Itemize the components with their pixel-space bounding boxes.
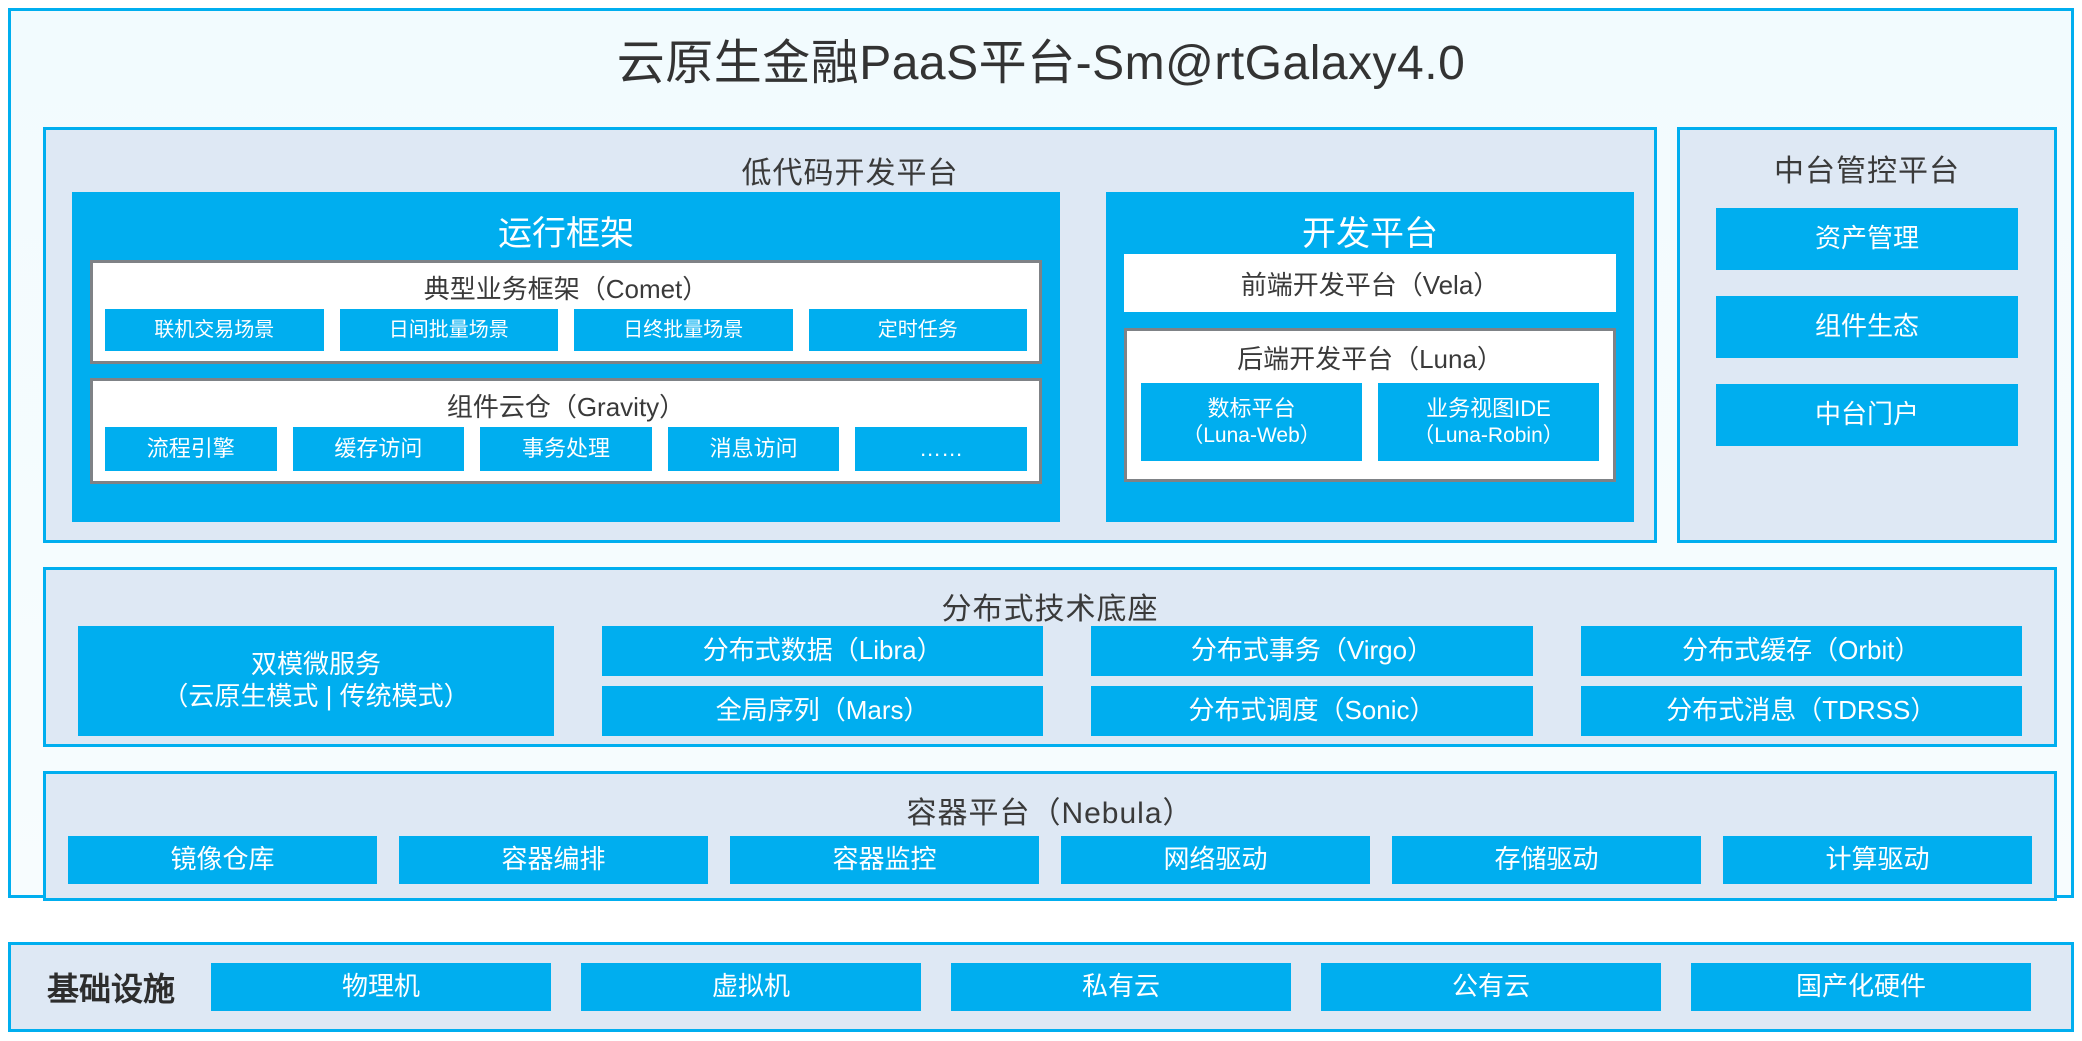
luna-web-code: （Luna-Web） [1182, 423, 1321, 447]
luna-web-label: 数标平台 [1207, 395, 1296, 421]
dist-item-sonic[interactable]: 分布式调度（Sonic） [1091, 686, 1533, 736]
container-item-monitoring[interactable]: 容器监控 [730, 836, 1039, 884]
container-item-network-driver[interactable]: 网络驱动 [1061, 836, 1370, 884]
gravity-item-message-access[interactable]: 消息访问 [667, 427, 840, 471]
comet-items-row: 联机交易场景 日间批量场景 日终批量场景 定时任务 [105, 309, 1027, 351]
development-platform-box: 开发平台 前端开发平台（Vela） 后端开发平台（Luna） 数标平台 （Lun… [1106, 192, 1634, 522]
backend-dev-platform-title: 后端开发平台（Luna） [1237, 344, 1503, 374]
container-item-storage-driver[interactable]: 存储驱动 [1392, 836, 1701, 884]
infra-item-private-cloud[interactable]: 私有云 [951, 963, 1291, 1011]
gravity-items-row: 流程引擎 缓存访问 事务处理 消息访问 …… [105, 427, 1027, 471]
control-platform-panel: 中台管控平台 资产管理 组件生态 中台门户 [1677, 127, 2057, 543]
page-title: 云原生金融PaaS平台-Sm@rtGalaxy4.0 [616, 37, 1466, 90]
luna-item-luna-robin[interactable]: 业务视图IDE （Luna-Robin） [1378, 383, 1599, 461]
control-item-component-ecosystem[interactable]: 组件生态 [1716, 296, 2018, 358]
comet-item-eod-batch[interactable]: 日终批量场景 [574, 309, 793, 351]
dist-item-libra[interactable]: 分布式数据（Libra） [602, 626, 1044, 676]
dist-item-orbit[interactable]: 分布式缓存（Orbit） [1580, 626, 2022, 676]
gravity-item-process-engine[interactable]: 流程引擎 [105, 427, 277, 471]
distributed-column-2: 分布式事务（Virgo） 分布式调度（Sonic） [1091, 626, 1533, 736]
luna-item-luna-web[interactable]: 数标平台 （Luna-Web） [1141, 383, 1362, 461]
comet-framework-box: 典型业务框架（Comet） 联机交易场景 日间批量场景 日终批量场景 定时任务 [90, 260, 1042, 364]
gravity-item-more[interactable]: …… [855, 427, 1027, 471]
distributed-foundation-title: 分布式技术底座 [941, 593, 1159, 626]
control-item-asset-management[interactable]: 资产管理 [1716, 208, 2018, 270]
dual-mode-sublabel: （云原生模式 | 传统模式） [162, 681, 470, 711]
infra-item-domestic-hardware[interactable]: 国产化硬件 [1691, 963, 2031, 1011]
comet-framework-title: 典型业务框架（Comet） [423, 274, 709, 304]
dual-mode-label: 双模微服务 [250, 649, 381, 680]
infrastructure-label: 基础设施 [46, 971, 175, 1007]
comet-item-online-transaction[interactable]: 联机交易场景 [105, 309, 324, 351]
dual-mode-microservice-wrapper: 双模微服务 （云原生模式 | 传统模式） [78, 626, 554, 736]
comet-item-intraday-batch[interactable]: 日间批量场景 [339, 309, 558, 351]
luna-items-row: 数标平台 （Luna-Web） 业务视图IDE （Luna-Robin） [1141, 383, 1599, 461]
gravity-component-box: 组件云仓（Gravity） 流程引擎 缓存访问 事务处理 消息访问 …… [90, 378, 1042, 484]
lowcode-platform-title: 低代码开发平台 [741, 157, 959, 190]
dual-mode-microservice-box[interactable]: 双模微服务 （云原生模式 | 传统模式） [78, 626, 554, 736]
control-item-portal[interactable]: 中台门户 [1716, 384, 2018, 446]
runtime-framework-box: 运行框架 典型业务框架（Comet） 联机交易场景 日间批量场景 日终批量场景 … [72, 192, 1060, 522]
container-items-row: 镜像仓库 容器编排 容器监控 网络驱动 存储驱动 计算驱动 [68, 836, 2032, 884]
gravity-item-transaction-processing[interactable]: 事务处理 [480, 427, 652, 471]
infrastructure-panel: 基础设施 物理机 虚拟机 私有云 公有云 国产化硬件 [8, 942, 2074, 1032]
container-platform-title: 容器平台（Nebula） [906, 797, 1194, 830]
gravity-item-cache-access[interactable]: 缓存访问 [292, 427, 465, 471]
distributed-items-grid: 双模微服务 （云原生模式 | 传统模式） 分布式数据（Libra） 全局序列（M… [78, 626, 2022, 736]
luna-robin-code: （Luna-Robin） [1413, 423, 1564, 447]
luna-robin-label: 业务视图IDE [1426, 395, 1551, 421]
dist-item-tdrss[interactable]: 分布式消息（TDRSS） [1580, 686, 2022, 736]
lowcode-platform-panel: 低代码开发平台 运行框架 典型业务框架（Comet） 联机交易场景 日间批量场景… [43, 127, 1657, 543]
container-item-orchestration[interactable]: 容器编排 [399, 836, 708, 884]
container-item-image-registry[interactable]: 镜像仓库 [68, 836, 377, 884]
development-platform-title: 开发平台 [1302, 215, 1438, 253]
control-platform-items: 资产管理 组件生态 中台门户 [1716, 208, 2018, 446]
container-item-compute-driver[interactable]: 计算驱动 [1723, 836, 2032, 884]
container-platform-panel: 容器平台（Nebula） 镜像仓库 容器编排 容器监控 网络驱动 存储驱动 计算… [43, 771, 2057, 901]
distributed-foundation-panel: 分布式技术底座 双模微服务 （云原生模式 | 传统模式） 分布式数据（Libra… [43, 567, 2057, 747]
infra-item-public-cloud[interactable]: 公有云 [1321, 963, 1661, 1011]
gravity-component-title: 组件云仓（Gravity） [446, 392, 686, 422]
platform-container: 云原生金融PaaS平台-Sm@rtGalaxy4.0 低代码开发平台 运行框架 … [8, 8, 2074, 901]
infra-item-virtual-machine[interactable]: 虚拟机 [581, 963, 921, 1011]
infra-item-physical-machine[interactable]: 物理机 [211, 963, 551, 1011]
distributed-column-1: 分布式数据（Libra） 全局序列（Mars） [602, 626, 1044, 736]
control-platform-title: 中台管控平台 [1774, 155, 1960, 188]
comet-item-scheduled-task[interactable]: 定时任务 [808, 309, 1027, 351]
dist-item-virgo[interactable]: 分布式事务（Virgo） [1091, 626, 1533, 676]
distributed-column-3: 分布式缓存（Orbit） 分布式消息（TDRSS） [1580, 626, 2022, 736]
backend-dev-platform-box: 后端开发平台（Luna） 数标平台 （Luna-Web） 业务视图IDE （Lu… [1124, 328, 1616, 482]
runtime-framework-title: 运行框架 [498, 215, 634, 253]
dist-item-mars[interactable]: 全局序列（Mars） [602, 686, 1044, 736]
frontend-dev-platform-box[interactable]: 前端开发平台（Vela） [1124, 254, 1616, 312]
infrastructure-items-row: 物理机 虚拟机 私有云 公有云 国产化硬件 [211, 963, 2071, 1011]
